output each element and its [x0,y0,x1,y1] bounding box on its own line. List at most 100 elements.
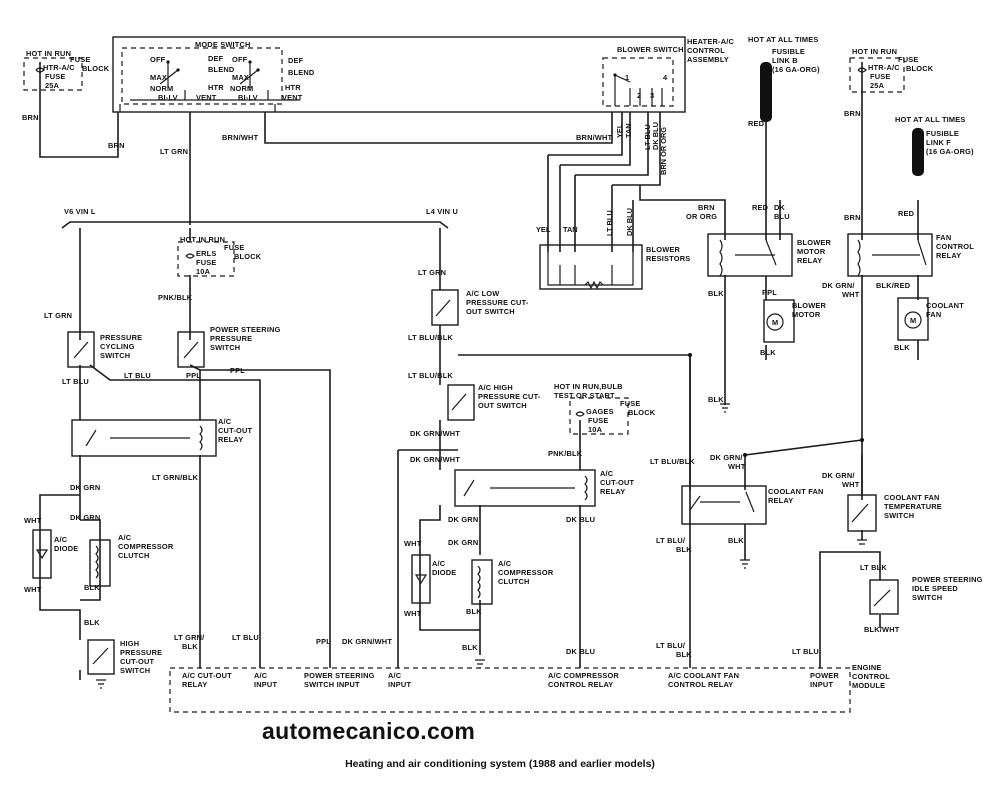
fan-relay-1: FAN [936,233,951,242]
brand-watermark: automecanico.com [262,718,476,744]
clutch-v6-2: COMPRESSOR [118,542,174,551]
link-b-3: (16 GA-ORG) [772,65,820,74]
mode-pos-def-1: DEF [208,54,224,63]
link-b-hot: HOT AT ALL TIMES [748,35,819,44]
wire-pnk-blk-2: PNK/BLK [548,449,583,458]
wire-dkgrnwht-c2: WHT [728,462,746,471]
wire-wht-4: WHT [404,609,422,618]
cutout-v6-2: CUT-OUT [218,426,253,435]
hp-v6-4: SWITCH [120,666,150,675]
wire-lt-grn-v6: LT GRN [44,311,72,320]
wire-ppl-e: PPL [316,637,331,646]
fan-relay-3: RELAY [936,251,961,260]
ecm-input-5b: CONTROL RELAY [548,680,613,689]
wire-blk-bm: BLK [760,348,776,357]
wire-lt-blu-ecm: LT BLU [792,647,819,656]
erls-name: ERLS [196,249,217,258]
erls-word: FUSE [196,258,217,267]
wire-lt-blu-e: LT BLU [232,633,259,642]
mode-pos-bilv-1: BI-LV [158,93,178,102]
wire-dk-blu-l4: DK BLU [566,515,595,524]
ecm-input-6a: A/C COOLANT FAN [668,671,739,680]
htr-fuse-r-hot: HOT IN RUN [852,47,897,56]
cfr-2: RELAY [768,496,793,505]
gages-block-2: BLOCK [628,408,656,417]
section-l4: L4 VIN U [426,207,458,216]
htr-fuse-block-2: BLOCK [82,64,110,73]
hp-v6-2: PRESSURE [120,648,162,657]
htr-fuse-r-block-2: BLOCK [906,64,934,73]
relay-title-3: RELAY [797,256,822,265]
psi-2: IDLE SPEED [912,584,958,593]
cutout-l4-2: CUT-OUT [600,478,635,487]
mode-pos-off-1: OFF [150,55,166,64]
link-f-3: (16 GA-ORG) [926,147,974,156]
wire-brn-4: BRN [844,213,861,222]
lp-l4-1: A/C LOW [466,289,499,298]
htr-fuse-r-amp: 25A [870,81,885,90]
blower-resistors: YEL TAN BLOWER RESISTORS [536,155,690,290]
cutout-v6-3: RELAY [218,435,243,444]
hp-l4-1: A/C HIGH [478,383,513,392]
mode-pos-def-2: DEF [288,56,304,65]
wire-dk-blu-1: DK [774,203,786,212]
link-b-1: FUSIBLE [772,47,805,56]
relay-title-1: BLOWER [797,238,832,247]
wire-ppl-1: PPL [186,371,201,380]
ecm-title-2: CONTROL [852,672,890,681]
mode-pos-vent-1: VENT [196,93,217,102]
wire-lt-blu-2: LT BLU [124,371,151,380]
wire-ltblublk-4a: LT BLU/ [656,536,685,545]
erls-block-2: BLOCK [234,252,262,261]
wire-yel: YEL [536,225,551,234]
ecm-input-3b: SWITCH INPUT [304,680,360,689]
blower-pos-1: 1 [625,73,629,82]
wire-blk-l4-1: BLK [466,607,482,616]
ecm-title-3: MODULE [852,681,885,690]
psi-1: POWER STEERING [912,575,983,584]
wire-ltblublk-4b: BLK [676,545,692,554]
wire-blk-wht: BLK/WHT [864,625,900,634]
htr-fuse-block-1: FUSE [70,55,91,64]
clutch-l4-3: CLUTCH [498,577,530,586]
pcs-1: PRESSURE [100,333,142,342]
wire-dk-grn-l4-2: DK GRN [448,538,478,547]
diode-l4-1: A/C [432,559,446,568]
wire-tan: TAN [563,225,578,234]
wire-ppl-2: PPL [230,366,245,375]
wire-lt-blu-top: LT BLU [643,124,652,150]
resistor-title-1: BLOWER [646,245,681,254]
wire-ltblublk-1: LT BLU/BLK [408,333,453,342]
wire-dk-blu-2: BLU [774,212,790,221]
blower-pos-4: 4 [663,73,668,82]
wire-dkgrnwht-1: DK GRN/WHT [410,429,460,438]
fan-relay-2: CONTROL [936,242,974,251]
cts-3: SWITCH [884,511,914,520]
mode-pos-max-2: MAX [232,73,249,82]
wire-red-1: RED [748,119,765,128]
control-assembly-title-1: HEATER-A/C [687,37,734,46]
wire-dkgrn-wht-r1: DK GRN/ [822,281,855,290]
blower-motor-1: BLOWER [792,301,827,310]
blower-switch-label: BLOWER SWITCH [617,45,684,54]
wire-brn-wht-2: BRN/WHT [576,133,613,142]
htr-fuse-r-block-1: FUSE [898,55,919,64]
wire-lt-grn-l4: LT GRN [418,268,446,277]
resistor-title-2: RESISTORS [646,254,690,263]
coolant-fan-2: FAN [926,310,941,319]
control-assembly-title-3: ASSEMBLY [687,55,729,64]
wire-yel-top: YEL [615,123,624,138]
wire-blk-br: BLK [708,289,724,298]
ecm-input-4b: INPUT [388,680,411,689]
wire-dk-grn-l4-1: DK GRN [448,515,478,524]
wire-blk-l4-2: BLK [462,643,478,652]
blower-motor-relay: M HOT AT ALL TIMES FUSIBLE LINK B (16 GA… [639,35,832,413]
blower-pos-2: 2 [637,91,641,100]
cts-2: TEMPERATURE [884,502,942,511]
mode-pos-vent-2: VENT [282,93,303,102]
wire-ltblublk-5a: LT BLU/ [656,641,685,650]
mode-pos-max-1: MAX [150,73,167,82]
wire-lt-grn-top: LT GRN [160,147,188,156]
wire-dk-blu-top: DK BLU [651,122,660,150]
